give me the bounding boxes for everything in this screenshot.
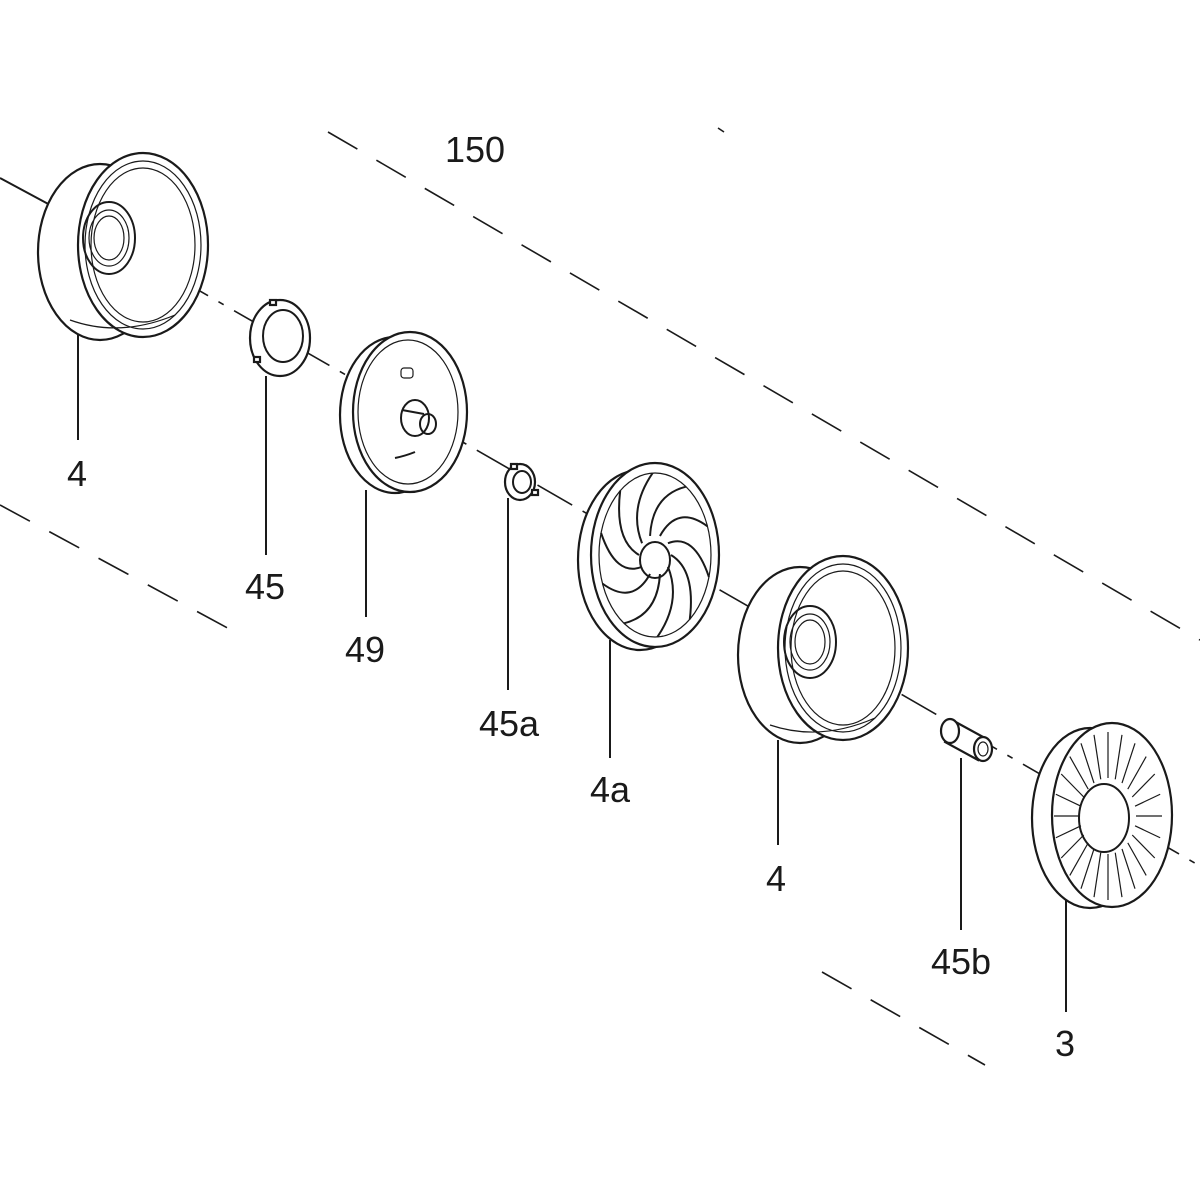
impeller-vane [659,516,709,537]
part-4a [576,461,721,652]
part-label-4-left: 4 [66,453,88,494]
diffuser-rib [1093,852,1102,898]
diffuser-rib [1134,793,1161,807]
part-label-4-right: 4 [765,858,787,899]
diffuser-rib [1069,842,1089,876]
impeller-vane [649,485,687,537]
impeller-vane [600,532,643,570]
impeller-vane [636,472,654,544]
diffuser-rib [1060,773,1085,798]
impeller-vane [618,490,640,556]
diffuser-rib [1080,848,1095,889]
diffuser-rib [1055,825,1082,839]
part-45 [248,298,312,378]
diffuser-rib [1134,825,1161,839]
diffuser-rib [1131,834,1156,859]
part-label-45: 45 [244,566,286,607]
part-label-3: 3 [1054,1023,1076,1064]
leader-lines [77,335,1067,1012]
diffuser-rib [1114,852,1123,898]
part-label-45b: 45b [930,941,992,982]
part-45a [503,462,540,502]
diffuser-rib [1055,793,1082,807]
diffuser-rib [1127,756,1147,790]
impeller-vane [670,554,692,620]
diffuser-rib [1127,842,1147,876]
part-4-left [36,151,210,342]
part-4-right [736,554,910,745]
part-label-45a: 45a [478,703,540,744]
diffuser-rib [1121,848,1136,889]
diffuser-rib [1093,734,1102,780]
assembly-label: 150 [444,129,506,170]
part-45b [939,717,994,763]
diffuser-rib [1114,734,1123,780]
diffuser-rib [1131,773,1156,798]
diffuser-rib [1080,743,1095,784]
part-label-4a: 4a [589,769,631,810]
part-3 [1030,721,1174,910]
diffuser-rib [1069,756,1089,790]
impeller-vane [623,573,661,625]
diffuser-rib [1121,743,1136,784]
impeller-vane [667,540,710,578]
impeller-vane [601,573,651,594]
part-49 [338,330,469,495]
part-label-49: 49 [344,629,386,670]
diffuser-rib [1060,834,1085,859]
boundary-lines [0,127,1200,1066]
impeller-vane [656,566,674,638]
